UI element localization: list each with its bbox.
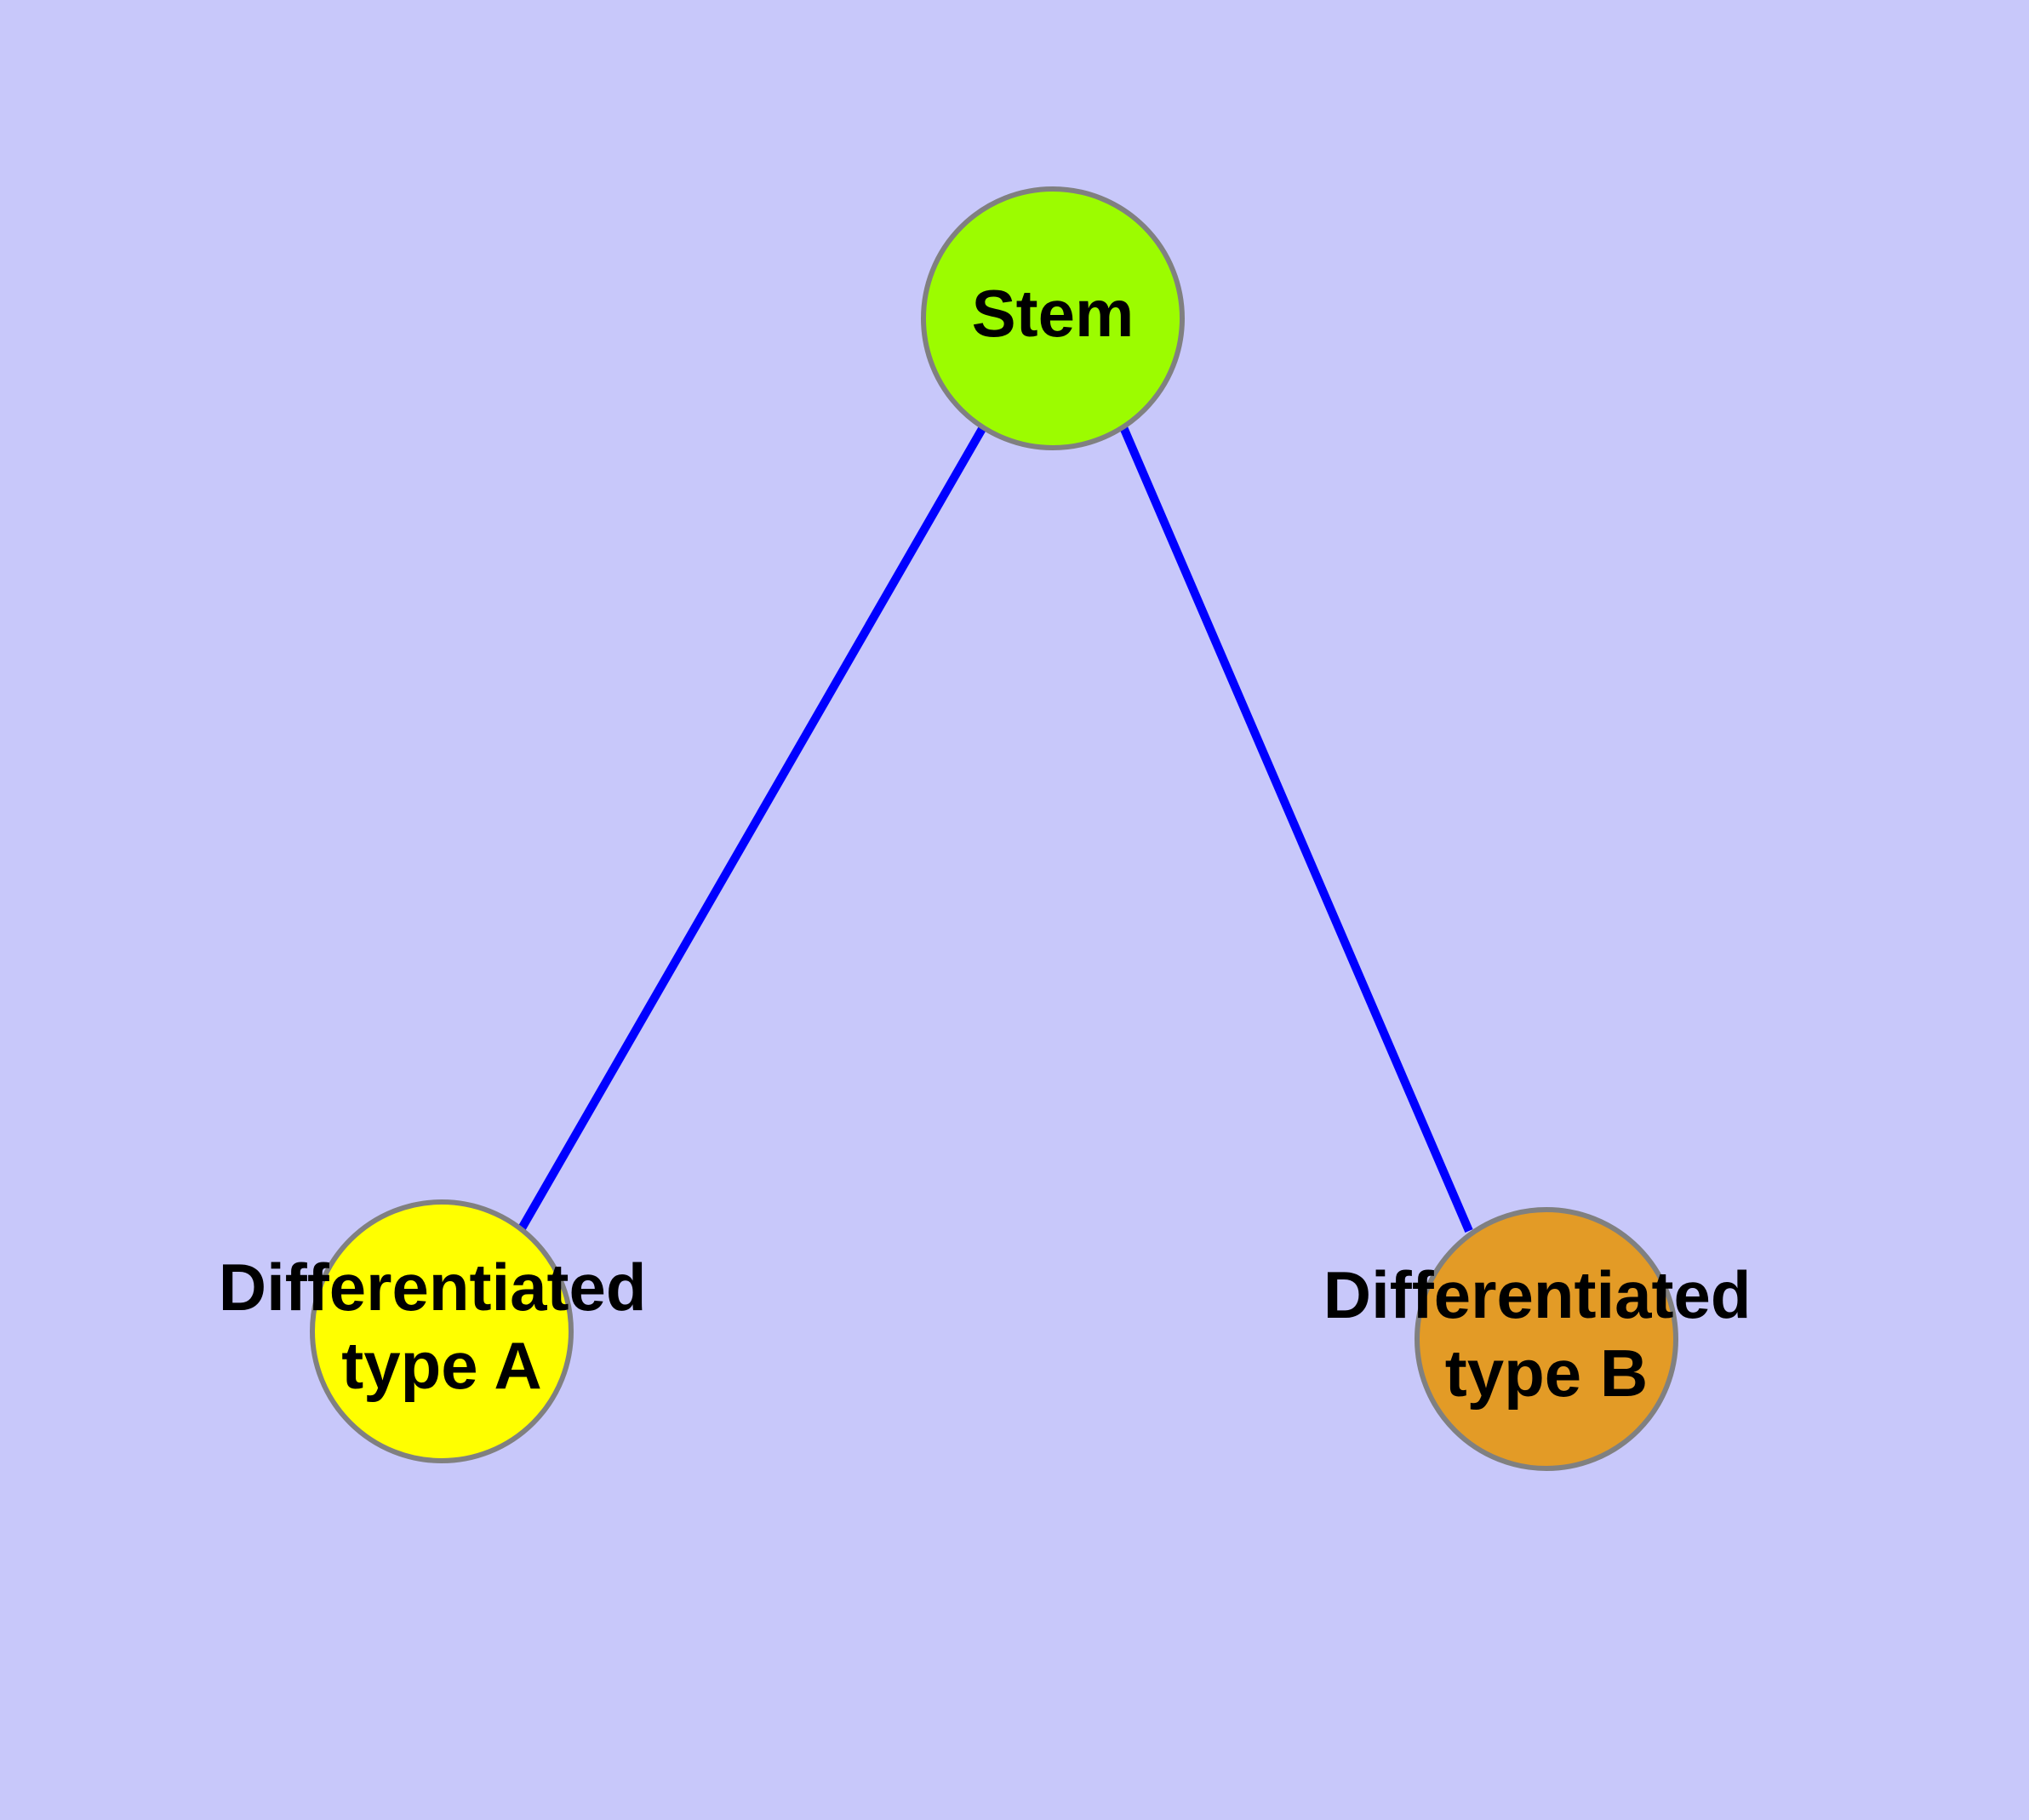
node-layer	[310, 186, 1678, 1471]
node-diff-type-b-label-line-1: Differentiated	[1323, 1257, 1752, 1332]
node-diff-type-a-label: Differentiated type A	[219, 1250, 665, 1403]
label-layer: Stem Differentiated type A Differentiate…	[219, 276, 1769, 1411]
node-stem-label-line-1: Stem	[972, 276, 1135, 351]
node-diff-type-a[interactable]	[310, 1199, 574, 1463]
node-stem-label: Stem	[972, 276, 1135, 351]
node-diff-type-b-circle[interactable]	[1415, 1207, 1678, 1471]
node-stem[interactable]	[921, 186, 1185, 450]
node-diff-type-a-circle[interactable]	[310, 1199, 574, 1463]
node-diff-type-a-label-line-1: Differentiated	[219, 1250, 647, 1325]
edge-stem-to-type-b[interactable]	[1119, 426, 1473, 1233]
node-diff-type-b-label: Differentiated type B	[1323, 1257, 1769, 1411]
edge-stem-to-type-a[interactable]	[517, 425, 987, 1231]
edge-layer	[517, 425, 1473, 1233]
node-diff-type-b[interactable]	[1415, 1207, 1678, 1471]
node-stem-circle[interactable]	[921, 186, 1185, 450]
node-diff-type-b-label-line-2: type B	[1445, 1336, 1648, 1411]
node-diff-type-a-label-line-2: type A	[341, 1328, 542, 1403]
